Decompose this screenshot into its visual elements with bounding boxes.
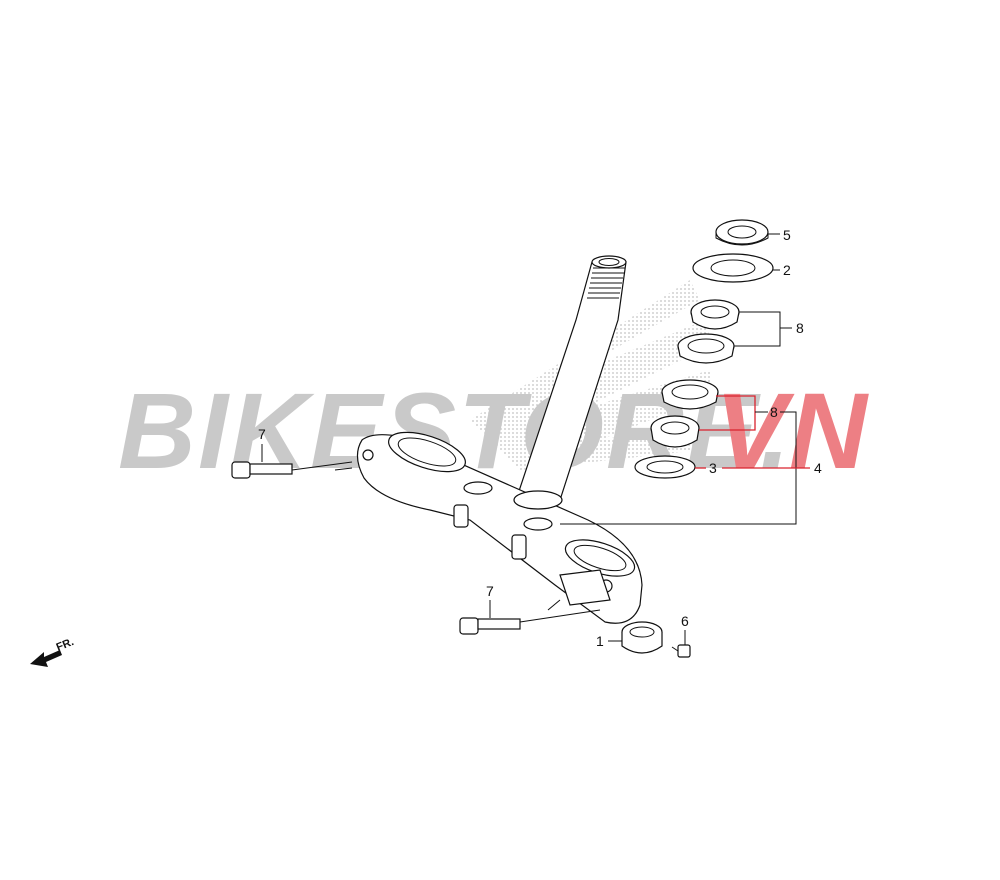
- upper-race: [677, 333, 735, 364]
- front-direction-indicator: FR.: [30, 636, 76, 667]
- clamp-collar: [621, 621, 663, 654]
- callout-6: 6: [681, 613, 689, 629]
- callout-5: 5: [783, 227, 791, 243]
- callout-4: 4: [814, 460, 822, 476]
- upper-pinch-bolt: [231, 461, 293, 479]
- callout-7-lower: 7: [486, 583, 494, 599]
- front-arrow-icon: [30, 650, 62, 667]
- callout-2: 2: [783, 262, 791, 278]
- dust-seal-upper: [692, 253, 774, 283]
- lower-race: [661, 379, 719, 410]
- small-screw: [671, 644, 691, 658]
- callout-1: 1: [596, 633, 604, 649]
- callout-8-lower: 8: [770, 404, 778, 420]
- triple-clamp: [356, 431, 643, 624]
- leader-lines: [261, 233, 810, 645]
- upper-bearing: [690, 299, 740, 330]
- fr-label: FR.: [55, 636, 76, 654]
- callout-3: 3: [709, 460, 717, 476]
- callout-8-upper: 8: [796, 320, 804, 336]
- dust-seal-lower: [634, 455, 696, 479]
- callout-7-upper: 7: [258, 426, 266, 442]
- lower-bearing: [650, 415, 700, 448]
- ring-nut: [715, 219, 769, 246]
- lower-pinch-bolt: [459, 617, 521, 635]
